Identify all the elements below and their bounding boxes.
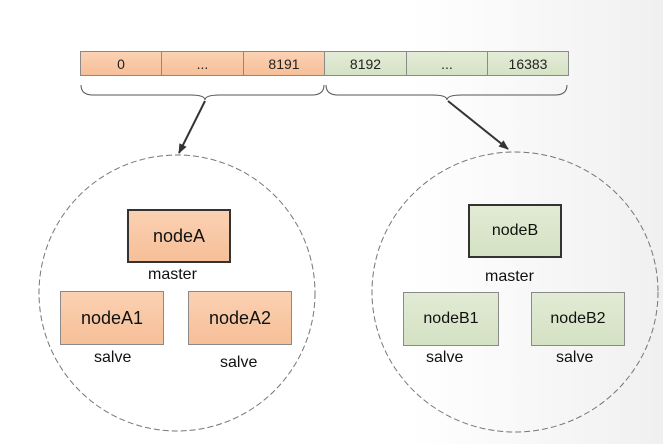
node-a2-slave-label: salve <box>220 354 258 371</box>
slot-16383: 16383 <box>487 51 569 76</box>
slot-ellipsis-b: ... <box>406 51 488 76</box>
slot-ellipsis-a: ... <box>161 51 244 76</box>
brace-group-a <box>80 84 325 101</box>
node-b-master: nodeB <box>468 204 562 258</box>
node-b1-slave: nodeB1 <box>403 292 499 346</box>
node-a-master: nodeA <box>127 209 231 263</box>
node-b2-slave-label: salve <box>556 349 594 366</box>
arrow-to-group-b <box>447 100 509 150</box>
node-a-master-label: master <box>148 266 197 283</box>
slot-8191: 8191 <box>243 51 325 76</box>
arrow-to-group-a <box>178 100 206 154</box>
node-a1-slave: nodeA1 <box>60 291 164 345</box>
node-a1-slave-label: salve <box>94 349 132 366</box>
node-b-master-label: master <box>485 268 534 285</box>
node-b1-slave-label: salve <box>426 349 464 366</box>
node-b2-slave: nodeB2 <box>531 292 625 346</box>
node-a2-slave: nodeA2 <box>188 291 292 345</box>
slot-0: 0 <box>80 51 162 76</box>
slot-8192: 8192 <box>324 51 407 76</box>
brace-group-b <box>325 84 568 101</box>
group-b-circle <box>371 151 659 433</box>
group-a-circle <box>38 154 316 432</box>
